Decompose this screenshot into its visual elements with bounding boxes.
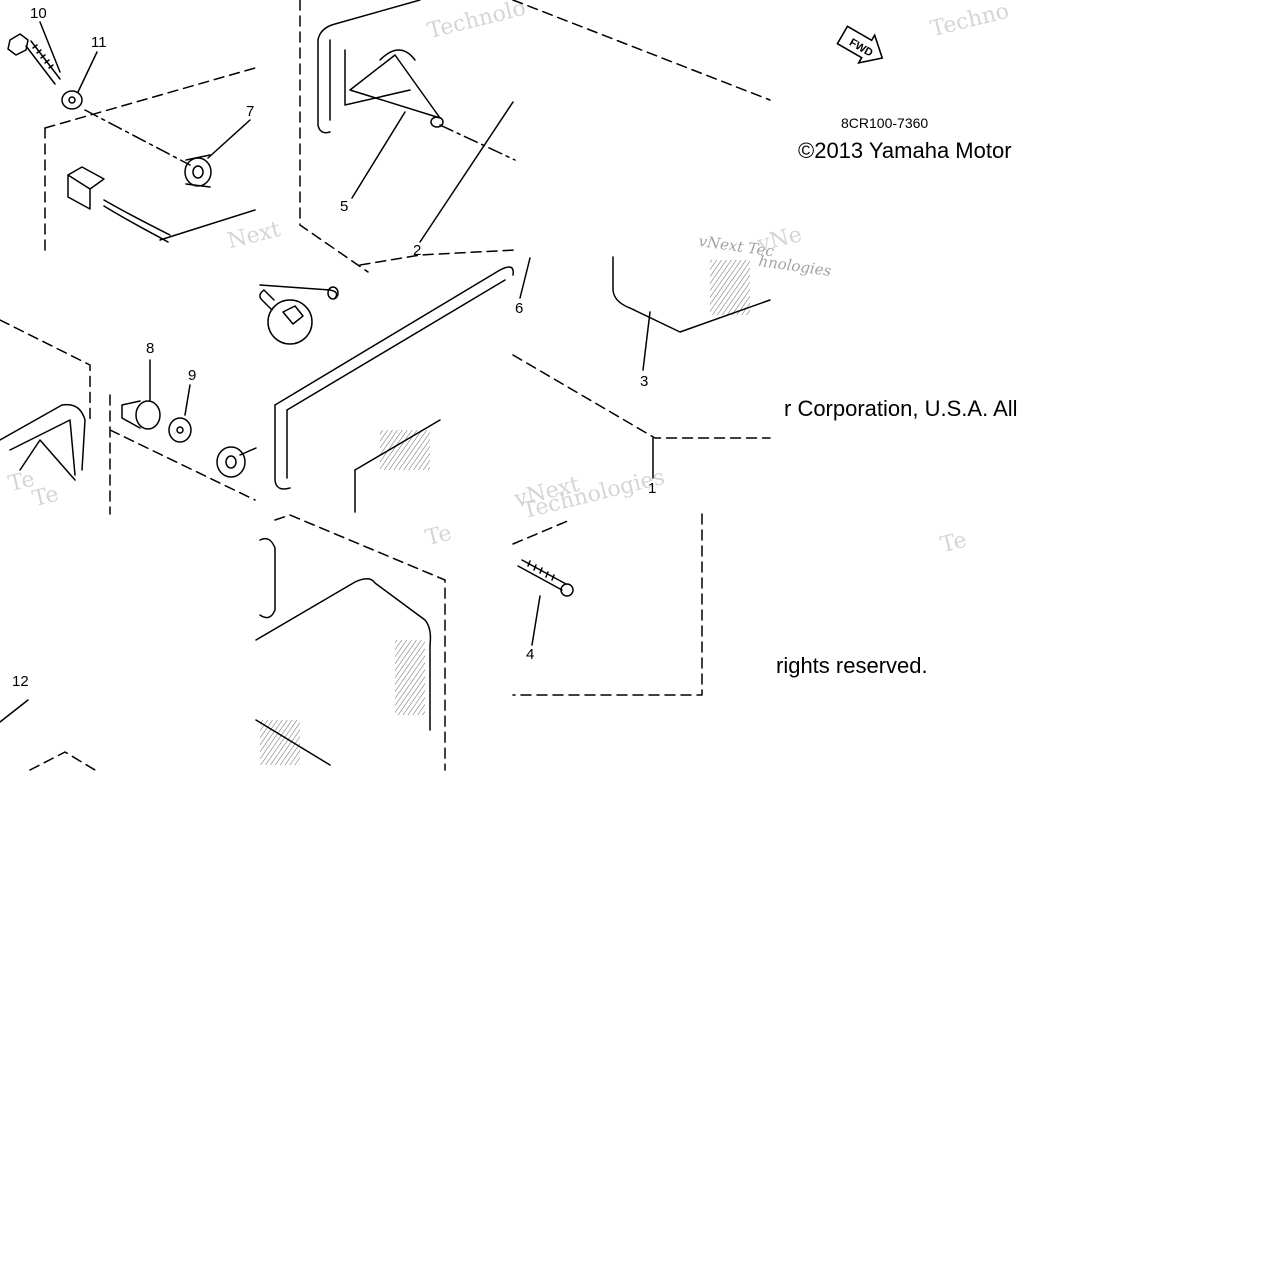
callout-label: 6 [515,300,523,317]
bulb-socket-5 [349,54,444,128]
connector [67,166,171,243]
callout-label: 7 [246,103,254,120]
fwd-arrow-icon: FWD [836,25,884,64]
callout-label: 10 [30,5,47,22]
part-code: 8CR100-7360 [841,115,929,131]
copyright-line: ©2013 Yamaha Motor [798,138,1012,163]
washer-11 [61,90,83,110]
washer-9 [168,417,192,443]
collar-8 [121,400,161,430]
callout-label: 9 [188,367,196,384]
callout-label: 2 [413,242,421,259]
callout-label: 4 [526,646,534,663]
lamp-housing-left [0,403,86,481]
copyright-line: r Corporation, U.S.A. All [784,396,1018,421]
callout-label: 11 [91,34,107,51]
callout-label: 1 [648,480,656,497]
callout-label: 12 [12,673,29,690]
grommet [216,446,246,478]
grommet-7 [184,154,212,188]
bulb [259,289,313,345]
bolt-10 [7,33,61,85]
callout-label: 5 [340,198,348,215]
callout-label: 3 [640,373,648,390]
gasket-6 [274,266,514,490]
callout-label: 8 [146,340,154,357]
lamp-unit-right [612,256,771,333]
screw-4 [517,559,574,597]
lamp-housing-bottom [255,537,432,766]
lamp-housing [317,0,421,134]
copyright-line: rights reserved. [776,653,928,678]
lens-3 [354,419,441,513]
